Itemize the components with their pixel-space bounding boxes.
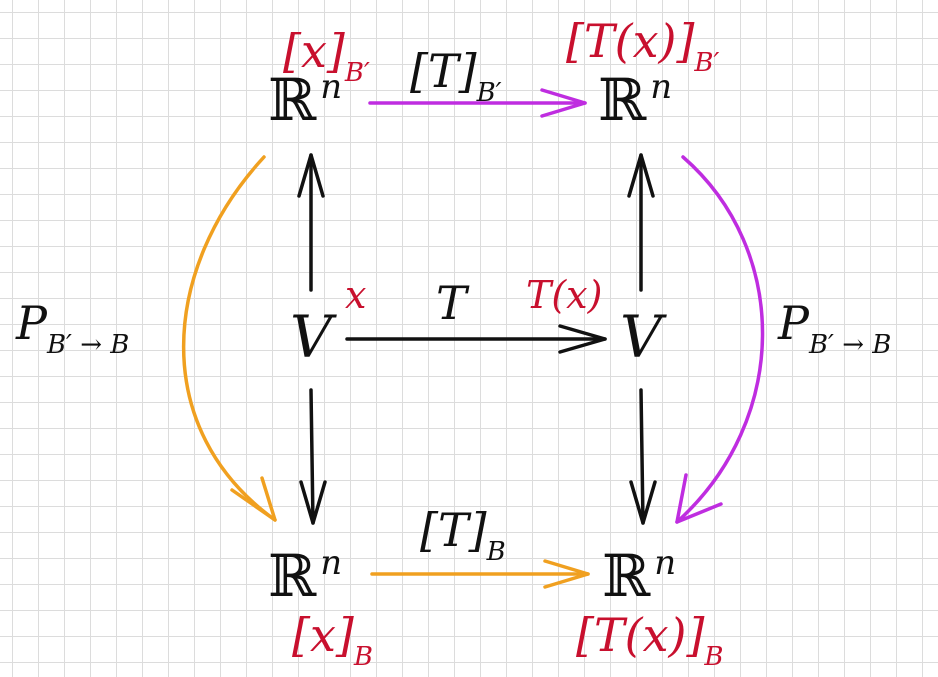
element-label-top-left: [x]B′ [283, 24, 370, 88]
label-left-curve: PB′ → B [16, 296, 130, 360]
label-bottom-arrow: [T]B [420, 503, 506, 567]
element-label-mid-left: x [345, 273, 367, 317]
arrow-left-curve-orange [181, 155, 277, 522]
arrow-right-up [627, 153, 655, 292]
element-label-top-right: [T(x)]B′ [566, 14, 720, 78]
node-mid-left: V [290, 303, 332, 371]
label-top-arrow: [T]B′ [410, 44, 502, 108]
arrow-left-down [299, 388, 327, 525]
element-label-bottom-right: [T(x)]B [576, 608, 724, 672]
node-mid-right: V [620, 303, 662, 371]
label-middle-arrow: T [436, 276, 467, 330]
arrow-right-down [629, 388, 657, 525]
arrow-middle-black [345, 324, 607, 354]
element-label-bottom-left: [x]B [292, 608, 373, 672]
arrow-left-up [297, 153, 325, 292]
arrow-top-purple [368, 88, 587, 118]
label-right-curve: PB′ → B [778, 296, 892, 360]
element-label-mid-right: T(x) [526, 273, 603, 317]
arrow-right-curve-purple [675, 155, 765, 524]
arrow-bottom-orange [370, 559, 590, 589]
